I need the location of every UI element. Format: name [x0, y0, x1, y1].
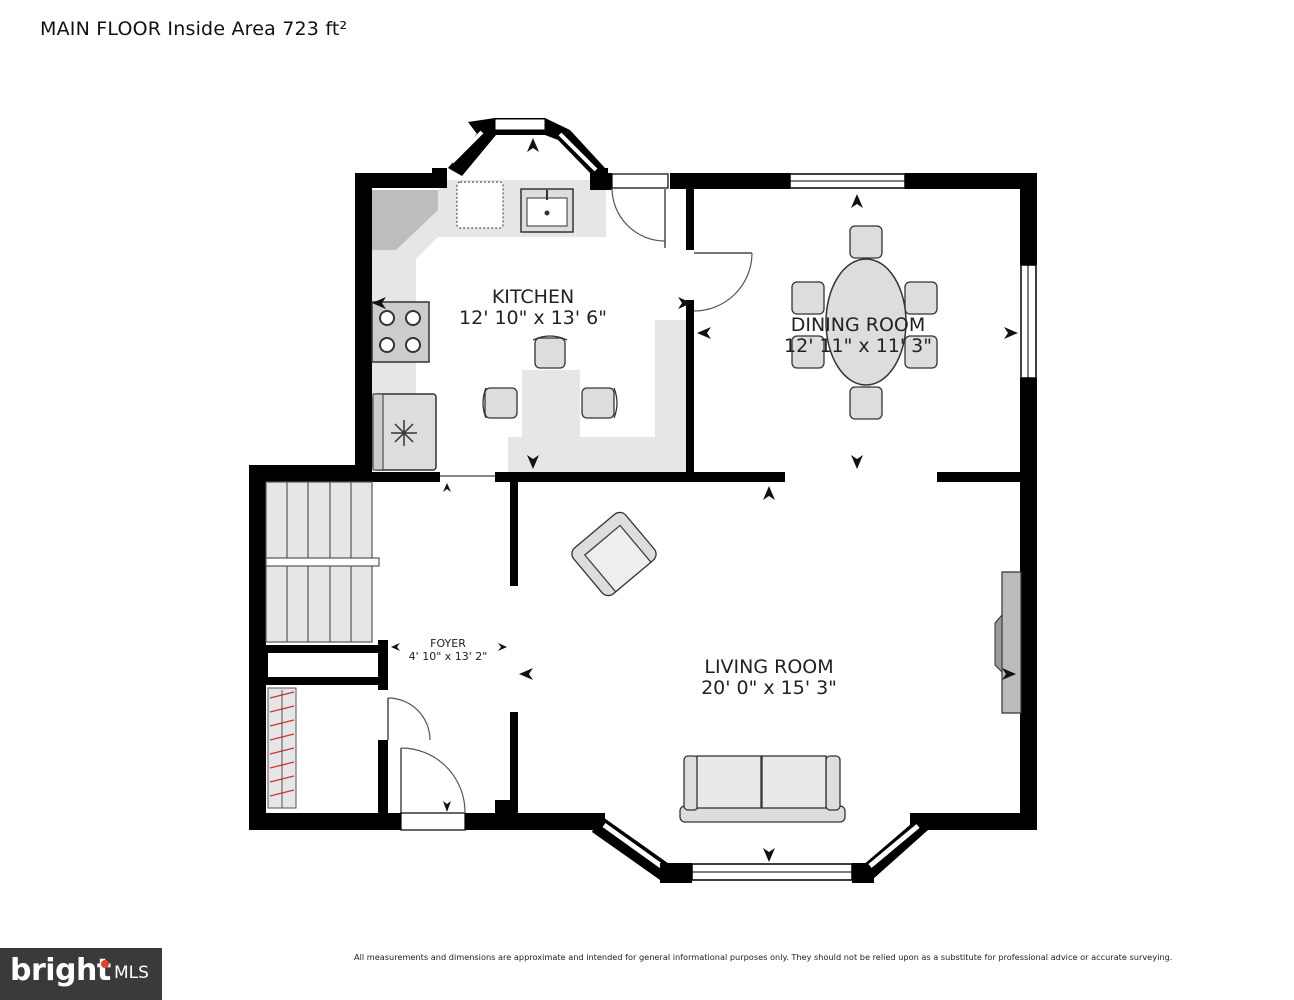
kitchen-corner-counter — [372, 190, 438, 250]
foyer-dimensions: 4' 10" x 13' 2" — [409, 650, 488, 663]
kitchen-label: KITCHEN 12' 10" x 13' 6" — [459, 286, 607, 329]
fridge-icon — [372, 393, 437, 471]
view-arrows — [372, 138, 1018, 862]
fireplace — [994, 571, 1022, 714]
foyer-label: FOYER 4' 10" x 13' 2" — [409, 637, 488, 663]
living-label: LIVING ROOM 20' 0" x 15' 3" — [701, 656, 837, 699]
disclaimer-text: All measurements and dimensions are appr… — [354, 952, 1173, 962]
kitchen-fixtures — [371, 181, 618, 471]
kitchen-dimensions: 12' 10" x 13' 6" — [459, 307, 607, 329]
kitchen-bay-window — [448, 118, 605, 176]
logo-word: bright — [10, 953, 111, 988]
kitchen-name: KITCHEN — [492, 286, 574, 308]
living-name: LIVING ROOM — [704, 656, 833, 678]
sofa — [679, 755, 846, 823]
dining-windows — [789, 173, 1037, 379]
stove-icon — [371, 301, 430, 363]
kitchen-chairs — [482, 335, 618, 419]
logo-mls: MLS — [114, 963, 149, 983]
floor-plan: KITCHEN 12' 10" x 13' 6" DINING ROOM 12'… — [249, 118, 1037, 883]
dining-table — [791, 225, 938, 420]
dining-name: DINING ROOM — [791, 314, 926, 336]
armchair — [571, 511, 657, 597]
floor-title: MAIN FLOOR Inside Area 723 ft² — [40, 18, 348, 40]
kitchen-doors — [440, 173, 753, 477]
dining-label: DINING ROOM 12' 11" x 11' 3" — [784, 314, 932, 357]
foyer-name: FOYER — [430, 637, 466, 650]
living-dimensions: 20' 0" x 15' 3" — [701, 677, 837, 699]
stairs — [265, 481, 380, 643]
bright-mls-logo: bright MLS — [0, 948, 162, 1000]
logo-dot-icon — [101, 960, 109, 968]
closet — [267, 687, 297, 809]
foyer-doors — [387, 697, 466, 831]
dining-dimensions: 12' 11" x 11' 3" — [784, 335, 932, 357]
living-bay-window — [592, 815, 928, 883]
